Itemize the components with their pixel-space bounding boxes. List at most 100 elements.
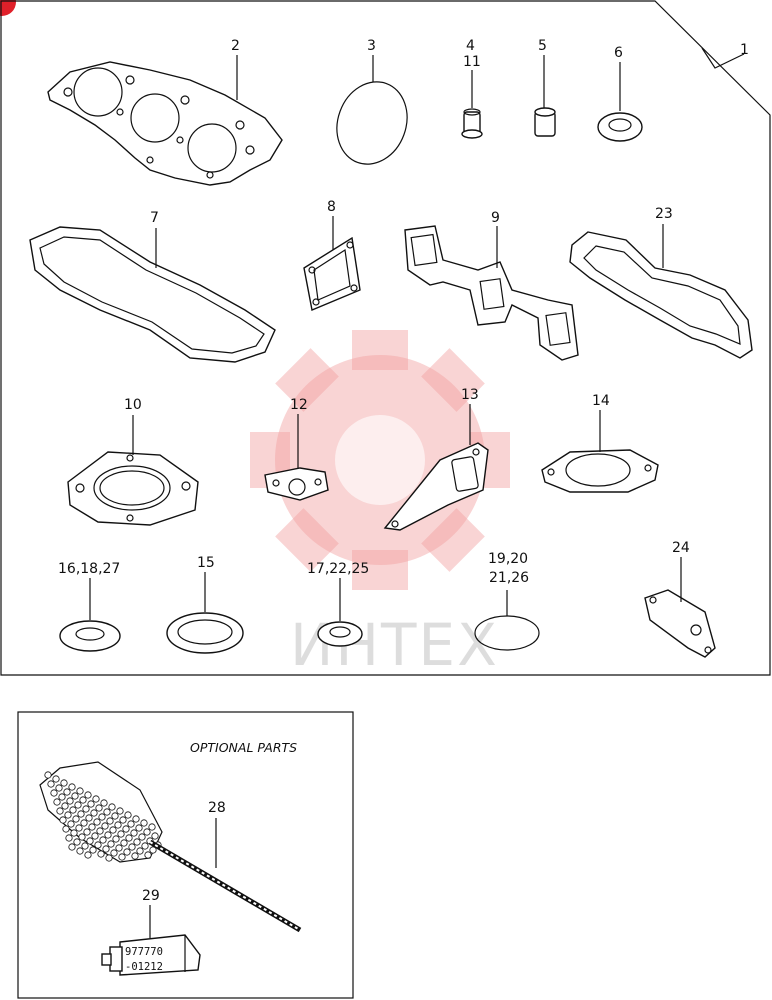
part-28-honing-brush (39, 761, 302, 933)
brush-bristle (76, 847, 84, 855)
brush-bristle (120, 839, 128, 847)
brush-bristle (123, 848, 131, 856)
brush-bristle (102, 845, 110, 853)
brush-bristle (106, 817, 114, 825)
brush-bristle (52, 775, 60, 783)
brush-bristle (99, 836, 107, 844)
brush-bristle (58, 793, 66, 801)
brush-bristle (68, 843, 76, 851)
part-16-washer (59, 620, 121, 652)
part-2-head-gasket (47, 61, 283, 186)
part-14-gasket (541, 449, 659, 493)
brush-bristle (96, 827, 104, 835)
brush-bristle (114, 821, 122, 829)
brush-bristle (112, 835, 120, 843)
brush-bristle (149, 846, 157, 854)
brush-bristle (81, 842, 89, 850)
brush-bristle (66, 797, 74, 805)
part-29-sealant-tube: 977770 -01212 (101, 934, 201, 976)
callout-29: 29 (142, 888, 160, 904)
brush-bristle (131, 852, 139, 860)
part-17-washer (317, 621, 363, 647)
part-24-gasket (644, 589, 716, 658)
callout-12: 12 (290, 397, 308, 413)
brush-bristle (103, 808, 111, 816)
brush-bristle (76, 787, 84, 795)
part-10-flange-gasket (67, 451, 199, 526)
frame-notch (701, 47, 745, 69)
callout-2: 2 (231, 38, 240, 54)
brush-bristle (130, 829, 138, 837)
brush-bristle (133, 838, 141, 846)
brush-bristle (62, 825, 70, 833)
brush-bristle (97, 850, 105, 858)
callout-23: 23 (655, 206, 673, 222)
brush-bristle (101, 822, 109, 830)
part-8-gasket (303, 236, 361, 311)
brush-bristle (138, 833, 146, 841)
brush-bristle (125, 834, 133, 842)
callout-21-26: 21,26 (489, 570, 529, 586)
brush-bristle (116, 807, 124, 815)
brush-bristle (118, 853, 126, 861)
callout-4: 4 (466, 38, 475, 54)
callout-9: 9 (491, 210, 500, 226)
brush-bristle (50, 789, 58, 797)
brush-bristle (111, 812, 119, 820)
optional-parts-box (17, 711, 354, 999)
part-3-o-ring (336, 81, 408, 165)
brush-bristle (60, 779, 68, 787)
callout-28: 28 (208, 800, 226, 816)
brush-bristle (132, 815, 140, 823)
brush-bristle (127, 820, 135, 828)
tube-label-line2: -01212 (125, 961, 163, 973)
part-12-gasket (264, 467, 329, 501)
brush-bristle (93, 818, 101, 826)
watermark-text: ИНТЕХ (290, 611, 499, 679)
brush-bristle (104, 831, 112, 839)
brush-bristle (79, 796, 87, 804)
brush-bristle (135, 824, 143, 832)
part-6-washer (597, 112, 643, 142)
brush-bristle (77, 810, 85, 818)
part-9-manifold-gasket (404, 225, 579, 361)
brush-bristle (115, 844, 123, 852)
brush-bristle (151, 832, 159, 840)
brush-bristle (92, 795, 100, 803)
brush-bristle (83, 828, 91, 836)
callout-3: 3 (367, 38, 376, 54)
part-23-intake-gasket (569, 231, 753, 359)
brush-bristle (75, 824, 83, 832)
brush-bristle (136, 847, 144, 855)
brush-bristle (47, 780, 55, 788)
callout-5: 5 (538, 38, 547, 54)
callout-19-20: 19,20 (488, 551, 528, 567)
callout-10: 10 (124, 397, 142, 413)
brush-bristle (119, 816, 127, 824)
brush-bristle (90, 809, 98, 817)
callout-6: 6 (614, 45, 623, 61)
callout-13: 13 (461, 387, 479, 403)
brush-bristle (61, 802, 69, 810)
brush-bristle (87, 800, 95, 808)
brush-bristle (53, 798, 61, 806)
part-4-valve-seal (461, 108, 483, 139)
brush-bristle (64, 811, 72, 819)
brush-bristle (74, 801, 82, 809)
brush-bristle (59, 816, 67, 824)
brush-bristle (84, 851, 92, 859)
brush-bristle (89, 846, 97, 854)
brush-bristle (44, 771, 52, 779)
brush-bristle (80, 819, 88, 827)
brush-bristle (148, 823, 156, 831)
brush-bristle (63, 788, 71, 796)
brush-bristle (108, 803, 116, 811)
brush-bristle (98, 813, 106, 821)
brush-bristle (143, 828, 151, 836)
brush-bristle (140, 819, 148, 827)
callout-17-22-25: 17,22,25 (307, 561, 369, 577)
brush-bristle (141, 842, 149, 850)
brush-bristle (84, 791, 92, 799)
callout-8: 8 (327, 199, 336, 215)
